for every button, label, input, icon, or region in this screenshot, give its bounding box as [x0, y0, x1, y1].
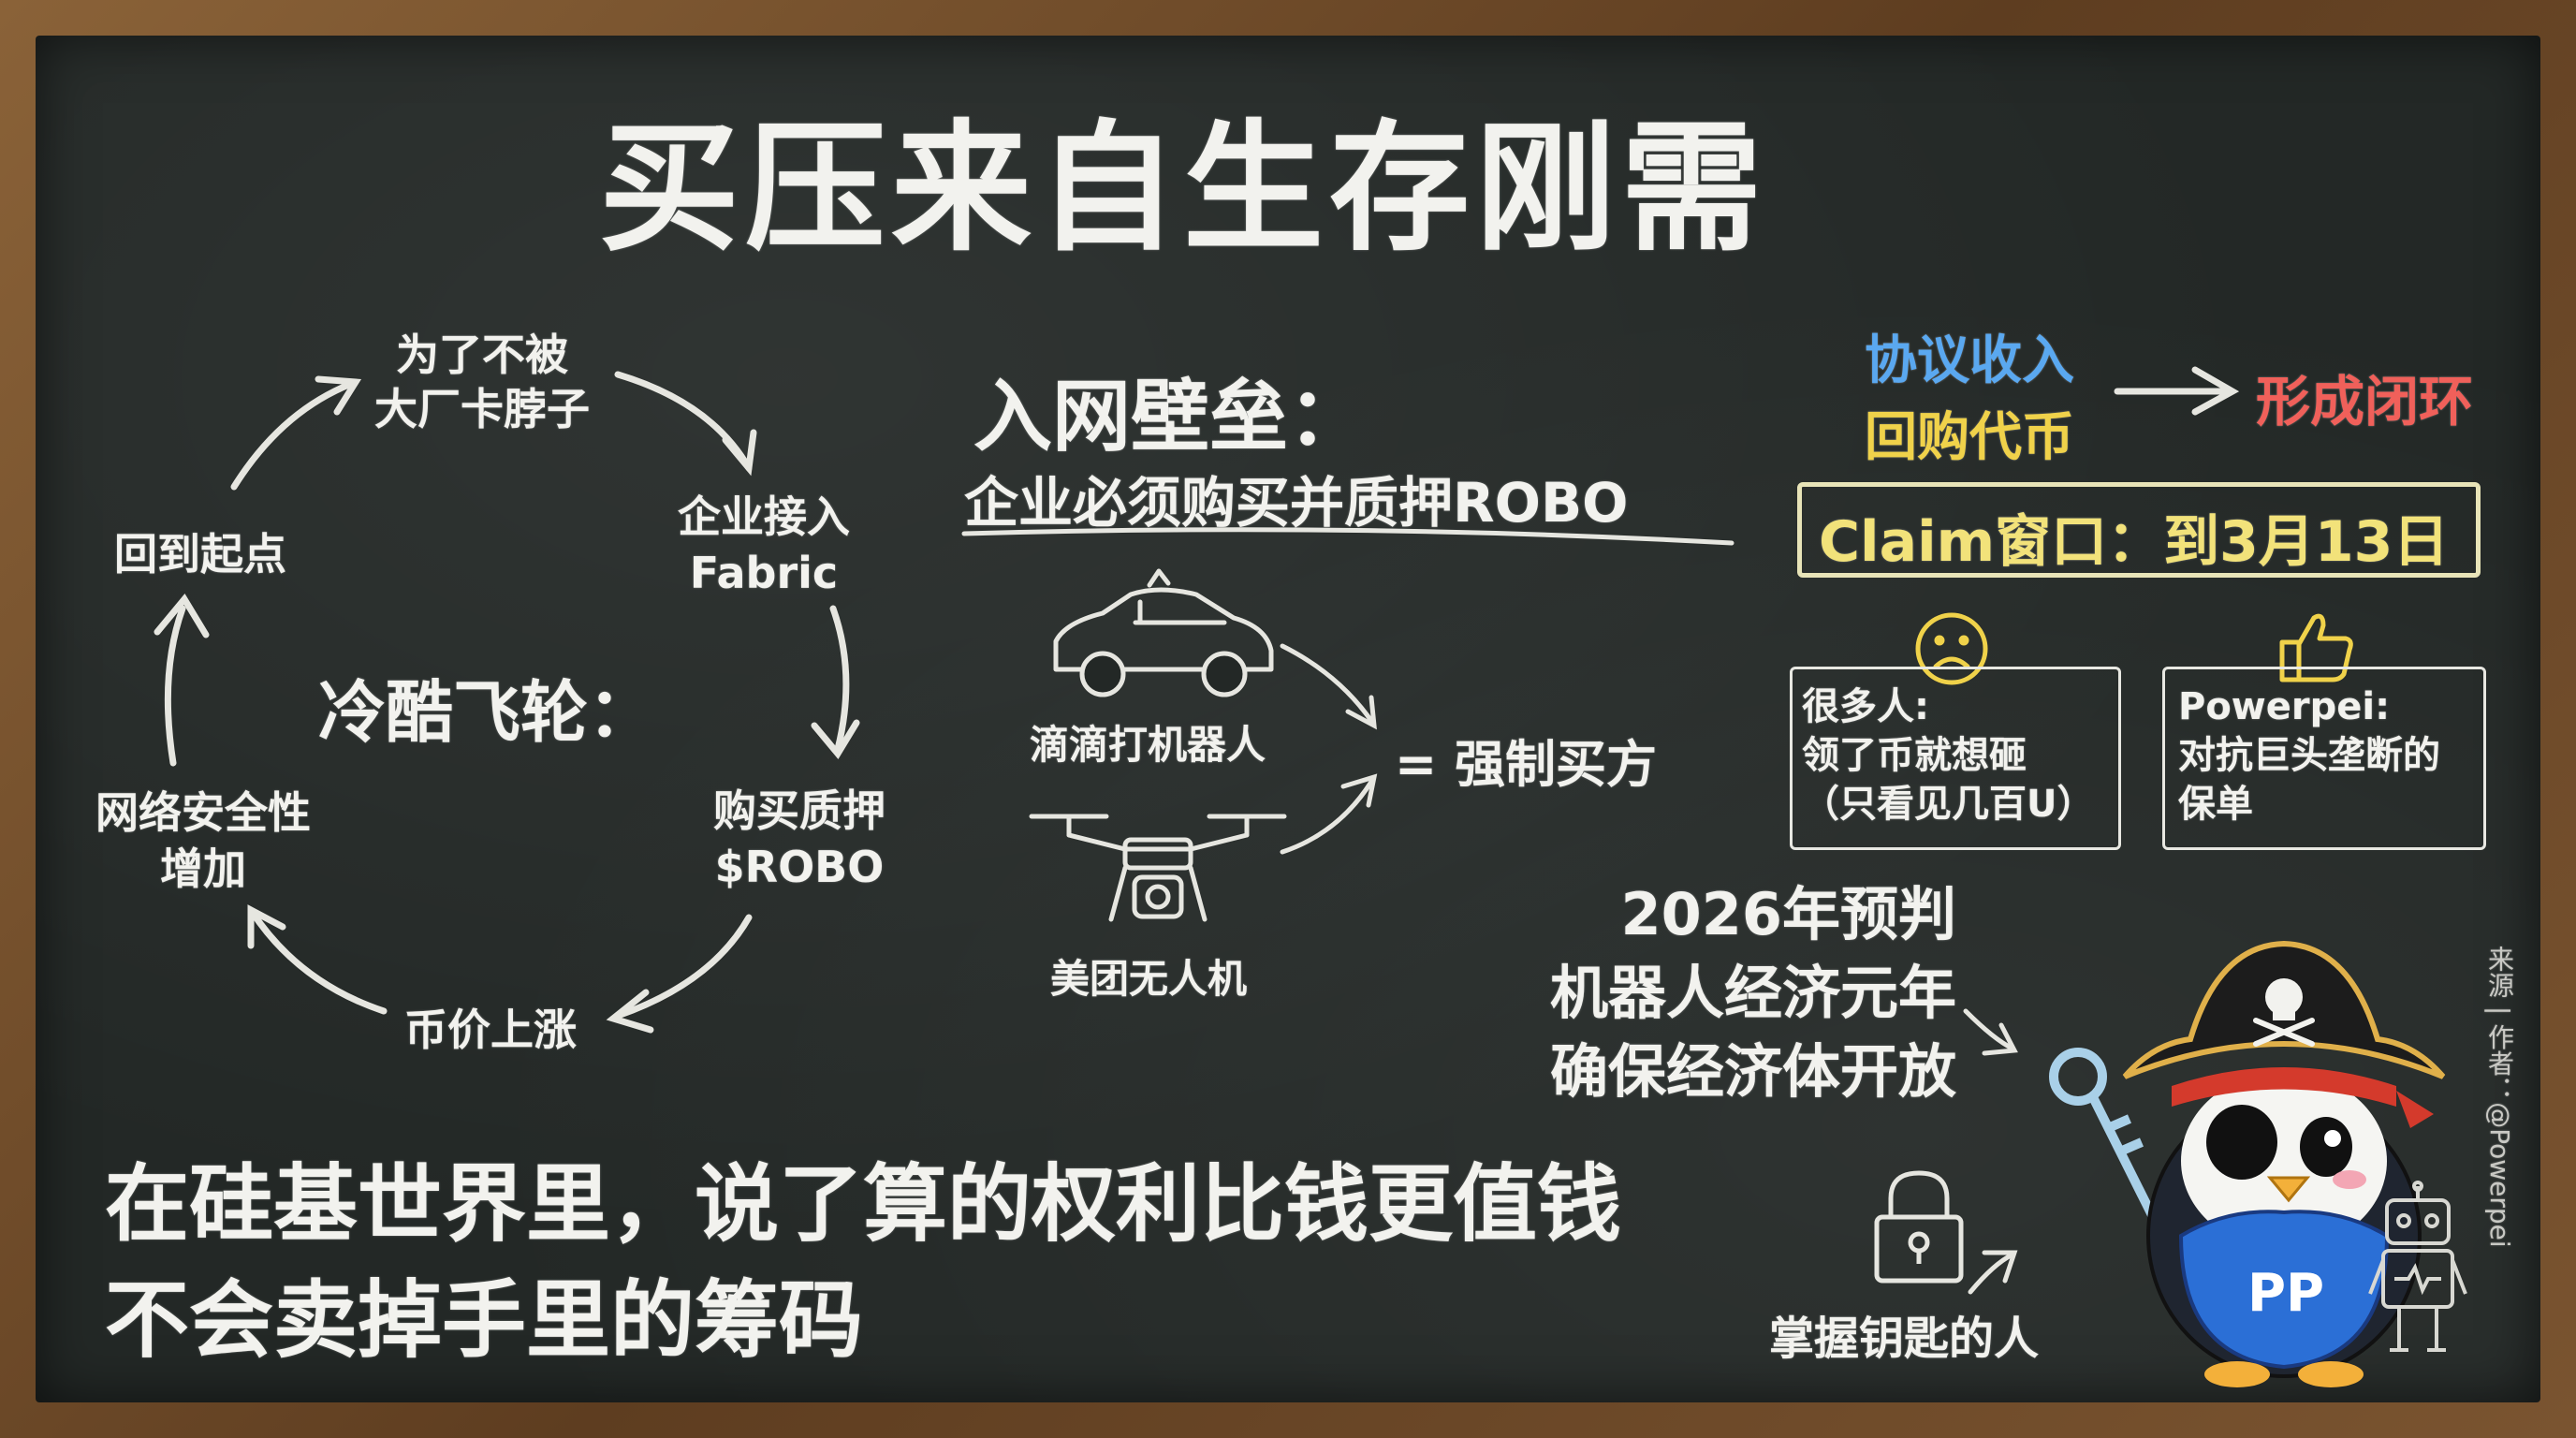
opinion-1-line-2: 领了币就想砸 — [1802, 734, 2027, 777]
sad-face-icon — [1915, 612, 1988, 685]
arrow-6-to-1 — [230, 380, 355, 491]
step-2-line-2: Fabric — [689, 548, 839, 598]
prediction-line-2: 机器人经济元年 — [1549, 959, 1956, 1027]
opinion-many-people: 很多人: 领了币就想砸 （只看见几百U） — [1790, 667, 2121, 850]
example-meituan-drone: 美团无人机 — [1050, 956, 1248, 1002]
prediction-line-1: 2026年预判 — [1620, 880, 1956, 948]
thumbs-up-icon — [2279, 613, 2353, 682]
flywheel-step-1: 为了不被 大厂卡脖子 — [374, 328, 590, 436]
opinion-2-text: Powerpei: 对抗巨头垄断的 保单 — [2178, 682, 2440, 829]
protocol-revenue-label: 协议收入 — [1865, 330, 2074, 391]
shirt-logo: PP — [2247, 1263, 2324, 1324]
pirate-penguin-mascot: PP — [2049, 940, 2446, 1387]
skull-icon — [2265, 978, 2303, 1020]
page-title: 买压来自生存刚需 — [599, 108, 1768, 271]
lock-icon — [1874, 1170, 1964, 1284]
step-3-line-2: $ROBO — [714, 842, 885, 892]
flywheel-step-4: 币价上涨 — [404, 1005, 577, 1055]
flywheel-step-3: 购买质押 $ROBO — [713, 783, 886, 895]
slogan-line-2: 不会卖掉手里的筹码 — [105, 1271, 863, 1370]
opinion-1-line-3: （只看见几百U） — [1802, 783, 2095, 826]
flywheel-step-2: 企业接入 Fabric — [678, 489, 850, 601]
drone-icon — [1029, 814, 1287, 922]
step-1-line-1: 为了不被 — [396, 330, 568, 380]
slogan-line-1: 在硅基世界里，说了算的权利比钱更值钱 — [105, 1155, 1621, 1254]
step-3-line-1: 购买质押 — [713, 785, 886, 836]
car-icon — [1053, 568, 1274, 697]
bottom-slogan: 在硅基世界里，说了算的权利比钱更值钱 不会卖掉手里的筹码 — [105, 1147, 1621, 1379]
opinion-powerpei: Powerpei: 对抗巨头垄断的 保单 — [2162, 667, 2486, 850]
opinion-2-line-2: 对抗巨头垄断的 — [2178, 734, 2440, 777]
arrow-2-to-3 — [829, 605, 850, 753]
arrow-4-to-5 — [249, 909, 388, 1015]
step-5-line-1: 网络安全性 — [95, 787, 311, 838]
opinion-1-line-1: 很多人: — [1802, 685, 1929, 728]
arrow-3-to-4 — [614, 914, 753, 1020]
flywheel-heading: 冷酷飞轮： — [318, 673, 656, 752]
buyback-label: 回购代币 — [1865, 407, 2074, 468]
step-5-line-2: 增加 — [160, 844, 246, 894]
closed-loop-label: 形成闭环 — [2256, 370, 2474, 433]
claim-window-text: Claim窗口：到3月13日 — [1819, 509, 2450, 575]
arrow-5-to-6 — [164, 605, 186, 767]
claim-window-box: Claim窗口：到3月13日 — [1797, 482, 2481, 578]
example-didi-robot: 滴滴打机器人 — [1030, 722, 1266, 768]
prediction-text: 2026年预判 机器人经济元年 确保经济体开放 — [1498, 875, 1956, 1111]
opinion-1-text: 很多人: 领了币就想砸 （只看见几百U） — [1802, 682, 2094, 829]
step-2-line-1: 企业接入 — [678, 492, 850, 542]
barrier-heading: 入网壁垒： — [973, 371, 1368, 462]
opinion-2-line-1: Powerpei: — [2178, 685, 2391, 728]
source-credit: 来源 | 作者：@Powerpei — [2484, 946, 2515, 1248]
flywheel-step-5: 网络安全性 增加 — [95, 785, 311, 897]
chalkboard-surface — [36, 36, 2540, 1402]
step-1-line-2: 大厂卡脖子 — [374, 384, 590, 434]
opinion-2-line-3: 保单 — [2178, 783, 2253, 826]
prediction-line-3: 确保经济体开放 — [1549, 1037, 1956, 1106]
barrier-subtitle: 企业必须购买并质押ROBO — [964, 471, 1629, 535]
robot-icon — [2368, 1181, 2467, 1352]
key-holder-label: 掌握钥匙的人 — [1769, 1313, 2040, 1365]
forced-buyer-label: = 强制买方 — [1395, 735, 1658, 794]
key-icon — [2049, 1048, 2167, 1239]
flywheel-step-6: 回到起点 — [114, 529, 286, 580]
